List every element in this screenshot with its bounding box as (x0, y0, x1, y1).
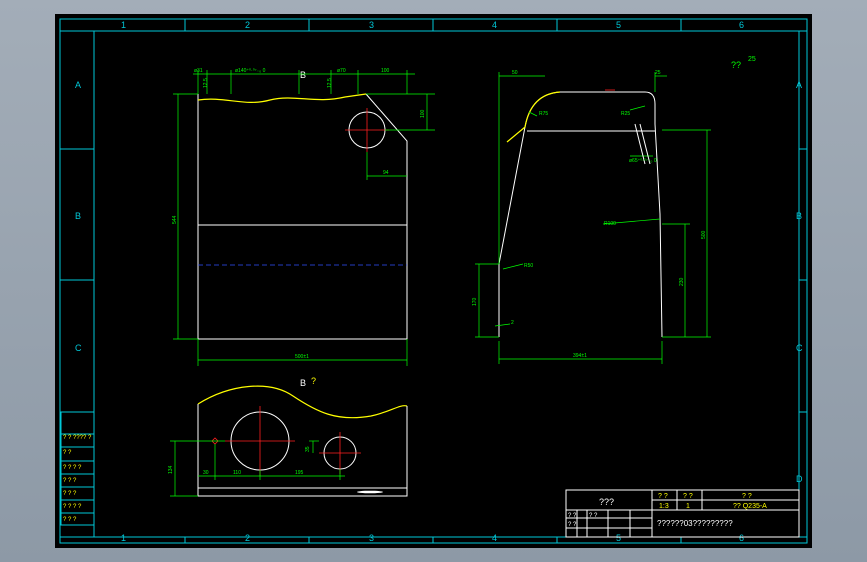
title-header: ? ? (658, 493, 668, 500)
dim-label: 12.5 (327, 78, 333, 88)
outer-border (59, 18, 808, 544)
dim-label: 12.5 (203, 78, 209, 88)
row-label: A (796, 80, 802, 90)
col-label: 2 (245, 20, 250, 30)
side-table-cell: ? ? ? ? (63, 504, 82, 510)
col-label: 3 (369, 533, 374, 543)
dim-label: 35 (305, 446, 311, 452)
front-view-label: B (300, 70, 306, 80)
title-cell: ? ? (568, 513, 577, 519)
title-header: ? ? (683, 493, 693, 500)
row-label: C (796, 343, 803, 353)
dim-label: 230 (679, 277, 685, 286)
row-label: C (75, 343, 82, 353)
side-table-cell: ? ? ? (63, 478, 77, 484)
dim-label: ø31 (194, 68, 203, 74)
dim-label: R25 (621, 111, 630, 117)
title-block: ??? ? ? ? ? ? ? 1:3 1 ?? Q235-A ? ? ? ? … (565, 489, 800, 538)
dim-label: 50 (512, 70, 518, 76)
section-view: B ? 134 30 110 195 35 (168, 376, 408, 497)
front-outline (197, 93, 408, 340)
section-view-mark: ? (311, 376, 316, 386)
col-label: 6 (739, 533, 744, 543)
roughness-value: 25 (748, 56, 756, 63)
left-side-table: ? ? ???? ? ? ? ? ? ? ? ? ? ? ? ? ? ? ? ?… (60, 411, 95, 526)
side-table-cell: ? ? ? ? (63, 465, 82, 471)
inner-border (93, 30, 800, 538)
dim-label: 134 (168, 465, 174, 474)
title-header: ? ? (742, 493, 752, 500)
dim-label: 110 (233, 470, 241, 476)
dim-label: 2 (511, 320, 514, 326)
row-label: B (796, 211, 802, 221)
side-view: 50 25 R75 R25 ø65⁺⁰·⁰⁷₋₀ 0 R100 500 230 … (472, 70, 711, 364)
dim-label: ø70 (337, 68, 346, 74)
dim-label: 94 (383, 170, 389, 176)
dim-label: R50 (524, 263, 533, 269)
dim-label: 394±1 (573, 353, 587, 359)
side-table-cell: ? ? ? (63, 517, 77, 523)
section-dimensions (170, 440, 345, 497)
dim-label: 25 (655, 70, 661, 76)
side-curve-left (506, 91, 561, 143)
front-break-line (197, 93, 367, 103)
title-cell: ? ? (589, 513, 598, 519)
dim-label: 500±1 (295, 354, 309, 360)
row-label: D (796, 474, 803, 484)
front-view: B ø (172, 68, 435, 366)
title-scale: 1:3 (659, 503, 669, 510)
dim-label: R100 (604, 221, 616, 227)
section-top-curve (197, 385, 408, 419)
title-qty: 1 (686, 503, 690, 510)
col-label: 2 (245, 533, 250, 543)
col-label: 1 (121, 20, 126, 30)
dim-label: 30 (203, 470, 209, 476)
zone-labels: 1 2 3 4 5 6 1 2 3 4 5 6 A B C A B C D (75, 20, 803, 543)
section-view-label: B (300, 378, 306, 388)
col-label: 5 (616, 533, 621, 543)
dim-label: ø140⁺⁰·⁰⁷₋₀ 0 (235, 68, 266, 74)
dim-label: R75 (539, 111, 548, 117)
side-table-cell: ? ? (63, 450, 72, 456)
title-cell: ? ? (568, 522, 577, 528)
col-label: 3 (369, 20, 374, 30)
side-dimensions (475, 72, 711, 364)
title-material: ?? Q235-A (733, 503, 767, 510)
dim-label: 100 (420, 109, 426, 118)
dim-label: 170 (472, 297, 478, 306)
dim-label: 195 (295, 470, 304, 476)
drawing-sheet: 1 2 3 4 5 6 1 2 3 4 5 6 A B C A B C D ? … (55, 14, 812, 548)
title-part-name: ??? (599, 497, 614, 507)
col-label: 5 (616, 20, 621, 30)
col-label: 4 (492, 20, 497, 30)
row-label: A (75, 80, 81, 90)
side-table-cell: ? ? ? (63, 491, 77, 497)
zone-ticks (59, 19, 808, 543)
col-label: 1 (121, 533, 126, 543)
side-table-cell: ? ? ???? ? (63, 435, 92, 441)
col-label: 6 (739, 20, 744, 30)
cad-drawing: 1 2 3 4 5 6 1 2 3 4 5 6 A B C A B C D ? … (59, 18, 808, 544)
dim-label: ø65⁺⁰·⁰⁷₋₀ 0 (629, 158, 657, 164)
dim-label: 500 (701, 230, 707, 239)
roughness-mark: ?? (731, 60, 741, 70)
title-company: ??????03????????? (657, 519, 733, 528)
col-label: 4 (492, 533, 497, 543)
dim-label: 544 (172, 215, 178, 224)
dim-label: 100 (381, 68, 390, 74)
row-label: B (75, 211, 81, 221)
section-outline (197, 404, 408, 497)
weld-mark (357, 490, 383, 494)
front-dimensions (173, 70, 435, 366)
